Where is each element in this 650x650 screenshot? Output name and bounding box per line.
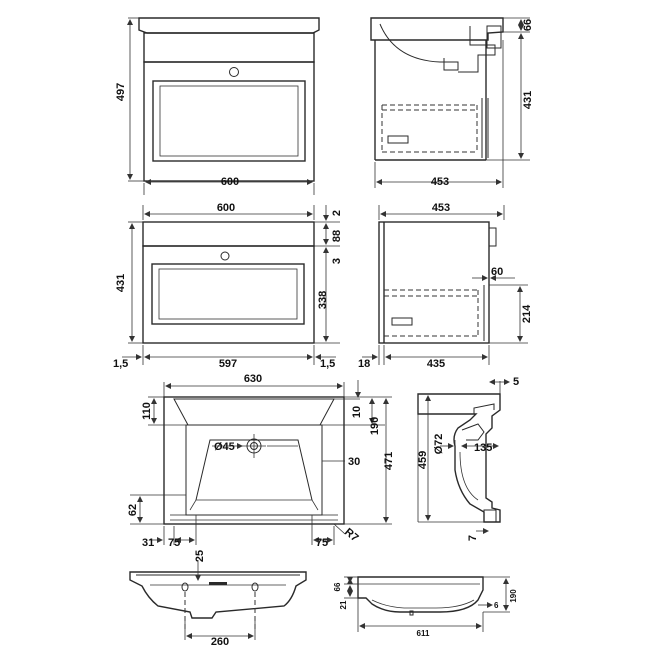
view4-back-label: 18: [358, 358, 370, 370]
view3-height-label: 431: [115, 274, 127, 292]
view4-drawer-label: 214: [521, 304, 533, 323]
view5-left-bowl-label: 75: [168, 537, 180, 549]
view5-width-label: 630: [244, 373, 262, 385]
view7-hole-label: 25: [194, 550, 206, 562]
view3-width-label: 600: [217, 202, 235, 214]
view1-height-label: 497: [115, 83, 127, 101]
side-section-full: [370, 17, 530, 188]
view3-side-right-label: 1,5: [320, 358, 335, 370]
view6-trap-label: 135: [474, 442, 492, 454]
view5-rim-top-label: 10: [351, 406, 363, 418]
view8-height-label: 190: [509, 589, 518, 603]
view6-depth-label: 459: [417, 451, 429, 469]
view5-right-bowl-label: 75: [316, 537, 328, 549]
view5-depth-label: 471: [383, 452, 395, 470]
view3-side-left-label: 1,5: [113, 358, 128, 370]
front-elevation-carcass: [122, 205, 340, 365]
view3-drawer-label: 338: [317, 291, 329, 309]
view5-bowl-top-label: 190: [369, 417, 381, 435]
view5-tap-hole-label: Ø45: [214, 441, 235, 453]
view5-back-edge-label: 110: [141, 402, 153, 420]
side-section-carcass: [362, 205, 528, 365]
view3-gap-label: 3: [331, 258, 343, 264]
view5-rim-side-label: 30: [348, 456, 360, 468]
view8-top-label: 66: [333, 582, 342, 591]
view2-height-label: 431: [522, 91, 534, 109]
view2-depth-label: 453: [431, 176, 449, 188]
basin-side-profile: [344, 576, 510, 632]
view6-waste-label: Ø72: [433, 434, 445, 455]
view4-carcass-label: 435: [427, 358, 445, 370]
view2-top-label: 66: [522, 19, 534, 31]
basin-front-view: [129, 560, 307, 640]
view8-offset-label: 6: [494, 601, 499, 610]
view4-depth-label: 453: [432, 202, 450, 214]
view3-inner-label: 597: [219, 358, 237, 370]
front-elevation-full: [127, 17, 320, 195]
view6-bottom-label: 7: [467, 535, 479, 541]
view4-recess-label: 60: [491, 266, 503, 278]
view1-width-label: 600: [221, 176, 239, 188]
view3-top-rail-label: 88: [331, 230, 343, 242]
view5-front-rim-label: 62: [127, 504, 139, 516]
view6-top-label: 5: [513, 376, 519, 388]
view3-top-gap-label: 2: [331, 210, 343, 216]
view8-depth-label: 611: [417, 629, 430, 638]
view7-fixing-label: 260: [211, 636, 229, 648]
basin-plan-view: [130, 380, 392, 545]
view5-radius-label: R7: [342, 526, 360, 544]
basin-side-section: [417, 379, 510, 534]
view5-left-edge-label: 31: [142, 537, 154, 549]
view8-lip-label: 21: [339, 600, 348, 609]
